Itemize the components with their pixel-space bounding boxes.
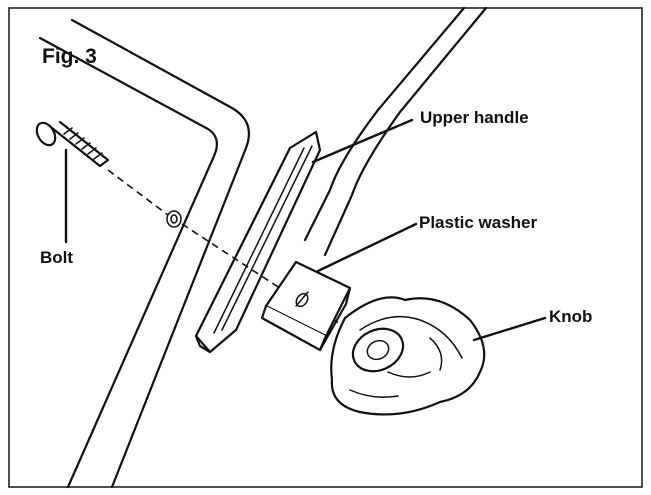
label-bolt: Bolt (40, 248, 73, 267)
label-plastic-washer: Plastic washer (419, 213, 538, 232)
label-knob: Knob (549, 307, 592, 326)
bolt (35, 120, 110, 168)
leader-upper-handle (311, 118, 414, 164)
label-upper-handle: Upper handle (420, 108, 529, 127)
leader-knob (472, 316, 547, 342)
upper-handle (194, 6, 488, 354)
figure-title: Fig. 3 (42, 45, 97, 68)
figure-border (8, 7, 643, 488)
lower-handle-frame (38, 18, 250, 489)
plastic-washer (260, 260, 352, 352)
leader-plastic-washer (316, 222, 418, 273)
knob (330, 296, 486, 416)
